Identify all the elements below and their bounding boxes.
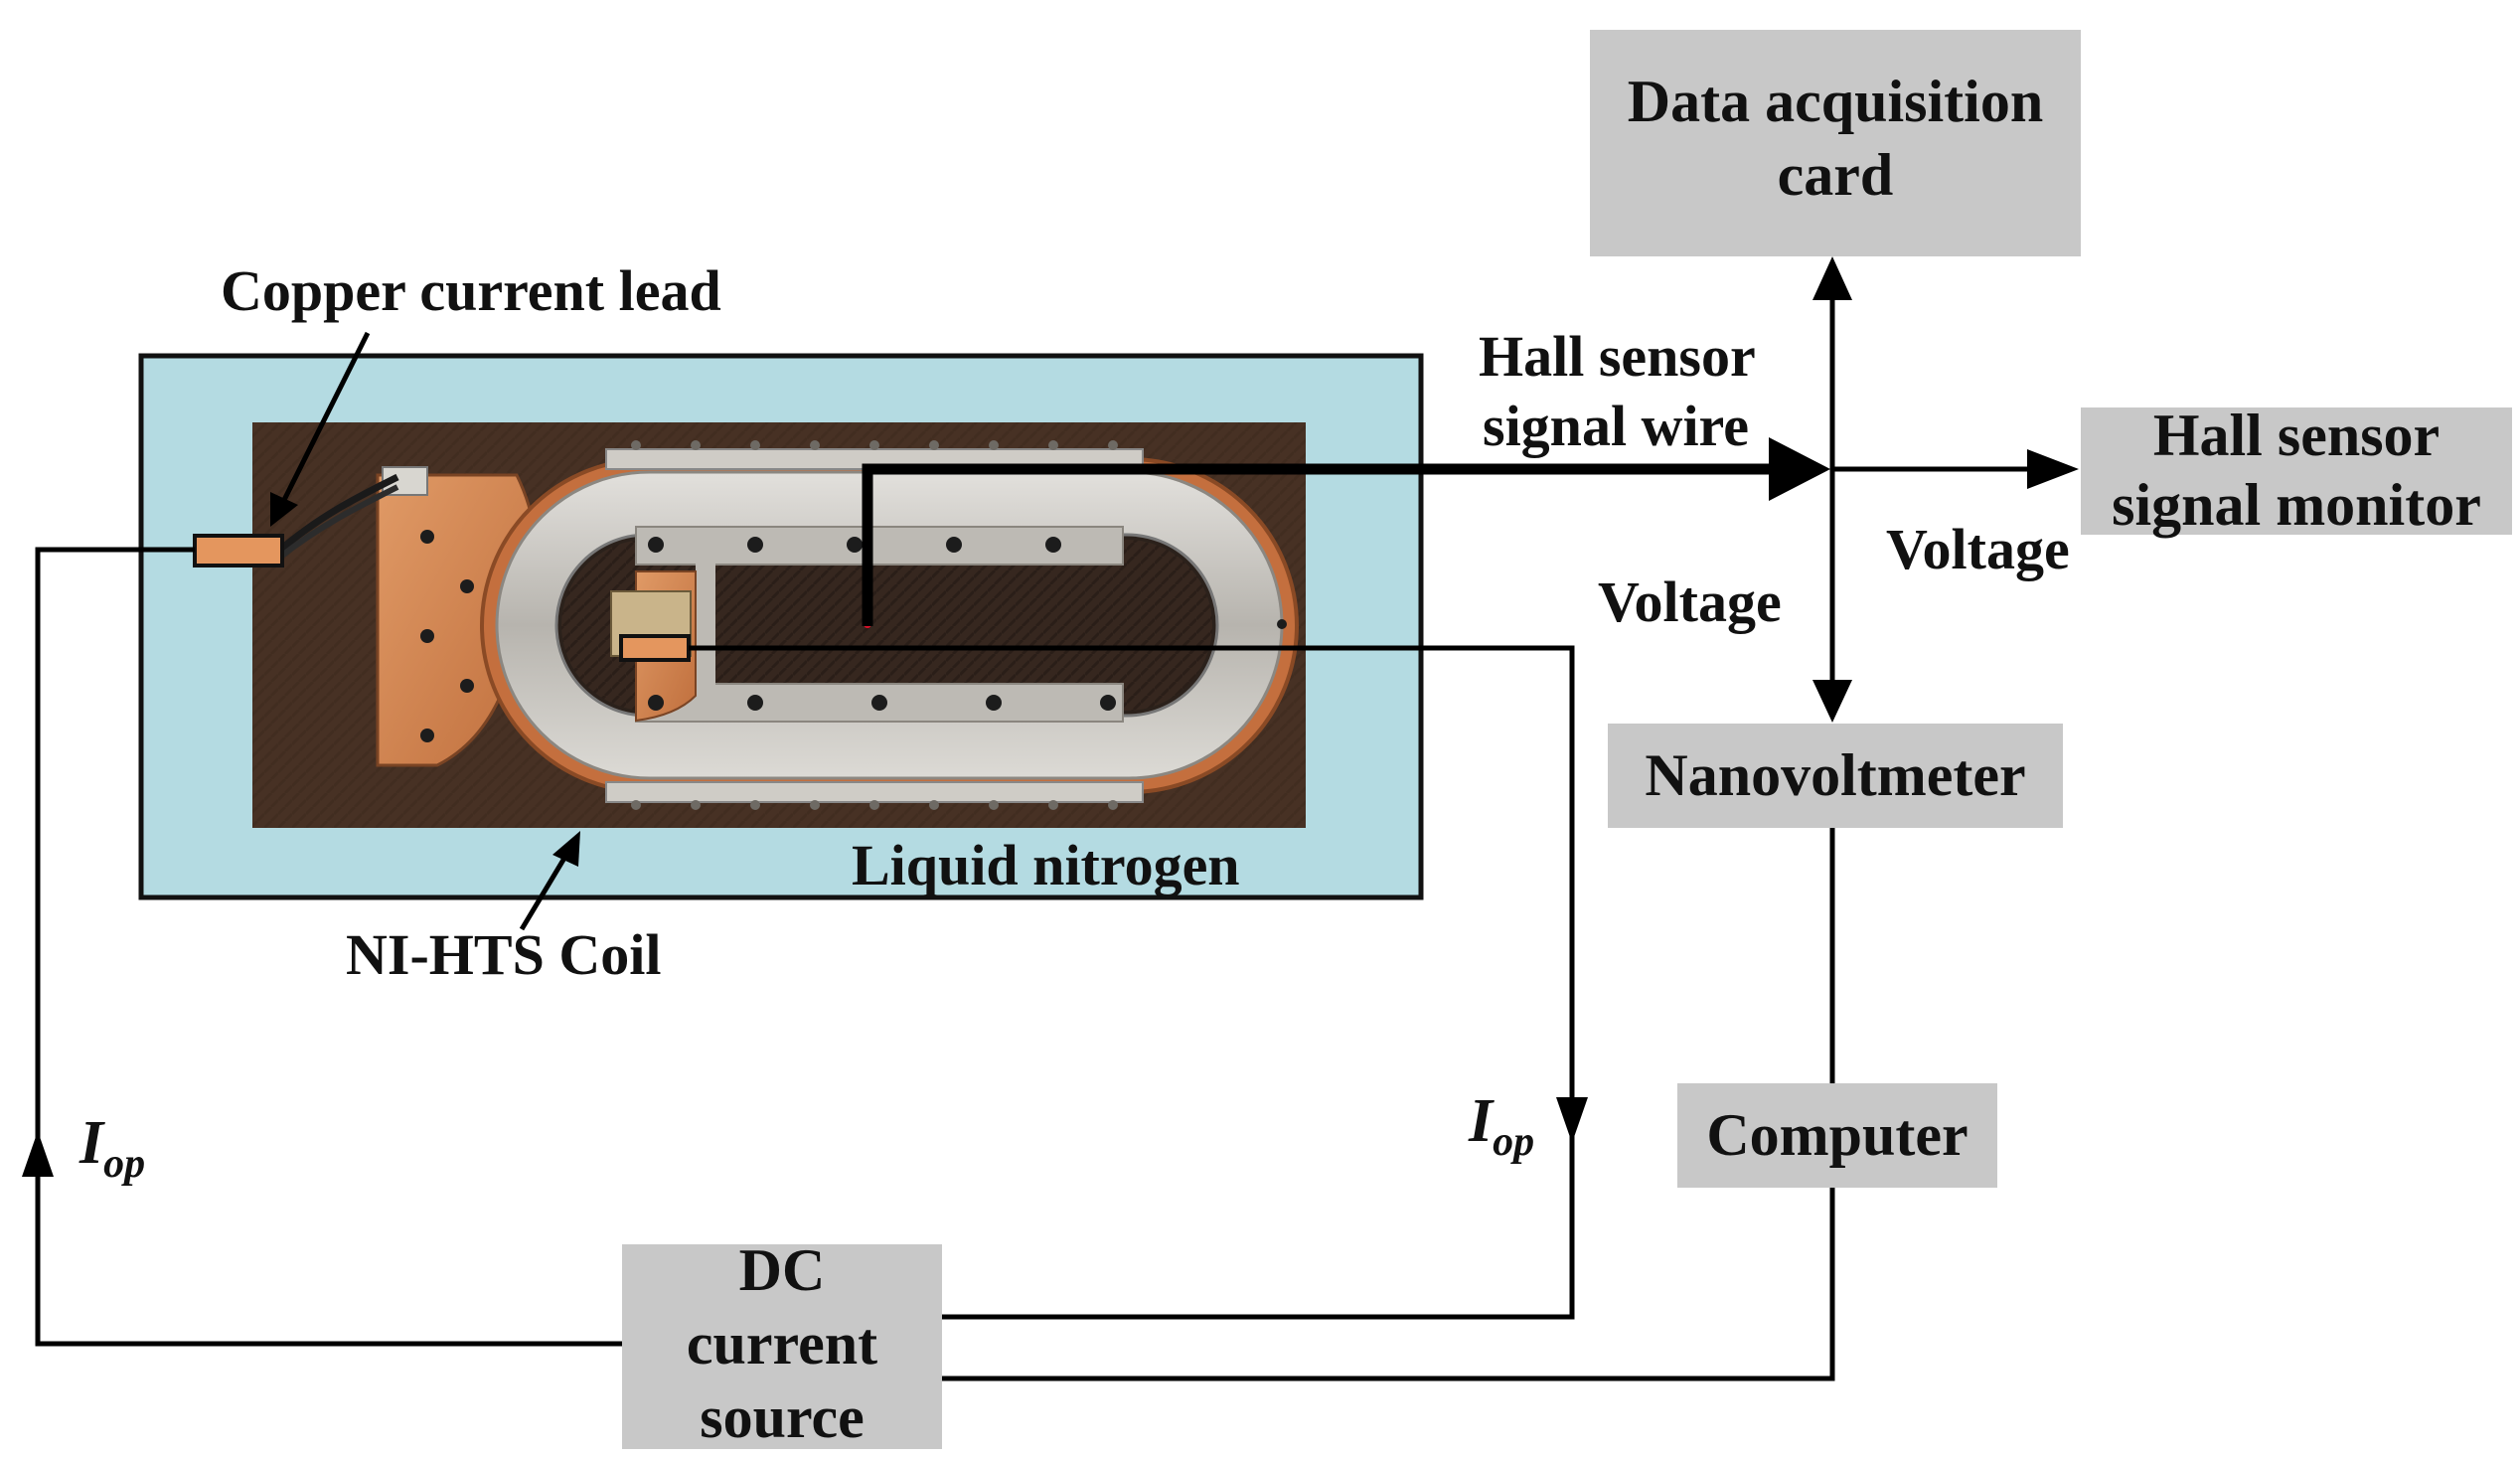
hall-wire-label-line2: signal wire <box>1483 394 1749 458</box>
iop-label-left: Iop <box>79 1109 145 1187</box>
hall-monitor-arrow <box>2027 449 2079 489</box>
hall-monitor-label-line2: signal monitor <box>2112 472 2481 538</box>
hall-monitor-label-line1: Hall sensor <box>2153 403 2440 468</box>
daq-label-line1: Data acquisition <box>1628 69 2043 134</box>
copper-current-lead-label: Copper current lead <box>221 258 721 323</box>
dc-source-label-line3: source <box>700 1384 865 1450</box>
dc-source-label-line2: current <box>687 1311 877 1377</box>
dc-source-label-line1: DC <box>739 1237 826 1303</box>
voltage-label-right: Voltage <box>1886 517 2070 581</box>
hall-wire-label-line1: Hall sensor <box>1479 324 1756 389</box>
iop-arrow-up <box>22 1131 54 1177</box>
wire-inner-lead-to-source <box>689 645 1575 1320</box>
copper-current-lead-inner <box>619 634 691 662</box>
liquid-nitrogen-label: Liquid nitrogen <box>852 833 1240 897</box>
data-acquisition-card-box: Data acquisition card <box>1590 30 2081 256</box>
hall-sensor-signal-wire <box>862 463 1779 626</box>
iop-label-right: Iop <box>1468 1087 1534 1165</box>
hall-sensor-signal-monitor-box: Hall sensor signal monitor <box>2081 403 2512 538</box>
coil-photo <box>252 422 1306 828</box>
hall-signal-arrow <box>1769 437 1830 501</box>
daq-arrow-up <box>1812 256 1852 300</box>
wire-computer-to-source <box>940 1186 1835 1381</box>
wire-source-to-outer-lead <box>35 547 622 1347</box>
nanovoltmeter-box: Nanovoltmeter <box>1608 724 2063 828</box>
copper-current-lead-outer <box>193 534 284 567</box>
computer-label: Computer <box>1706 1102 1968 1168</box>
coil-pointer <box>519 853 569 931</box>
iop-arrow-down <box>1556 1097 1588 1143</box>
voltage-label-left: Voltage <box>1598 569 1782 634</box>
nanovoltmeter-label: Nanovoltmeter <box>1645 742 2025 808</box>
ni-hts-coil-label: NI-HTS Coil <box>346 922 661 987</box>
dc-current-source-box: DC current source <box>622 1237 942 1450</box>
copper-lead-pointer <box>280 331 371 504</box>
daq-label-line2: card <box>1778 142 1894 208</box>
computer-box: Computer <box>1677 1083 1997 1188</box>
nanovoltmeter-arrow-down <box>1812 680 1852 723</box>
